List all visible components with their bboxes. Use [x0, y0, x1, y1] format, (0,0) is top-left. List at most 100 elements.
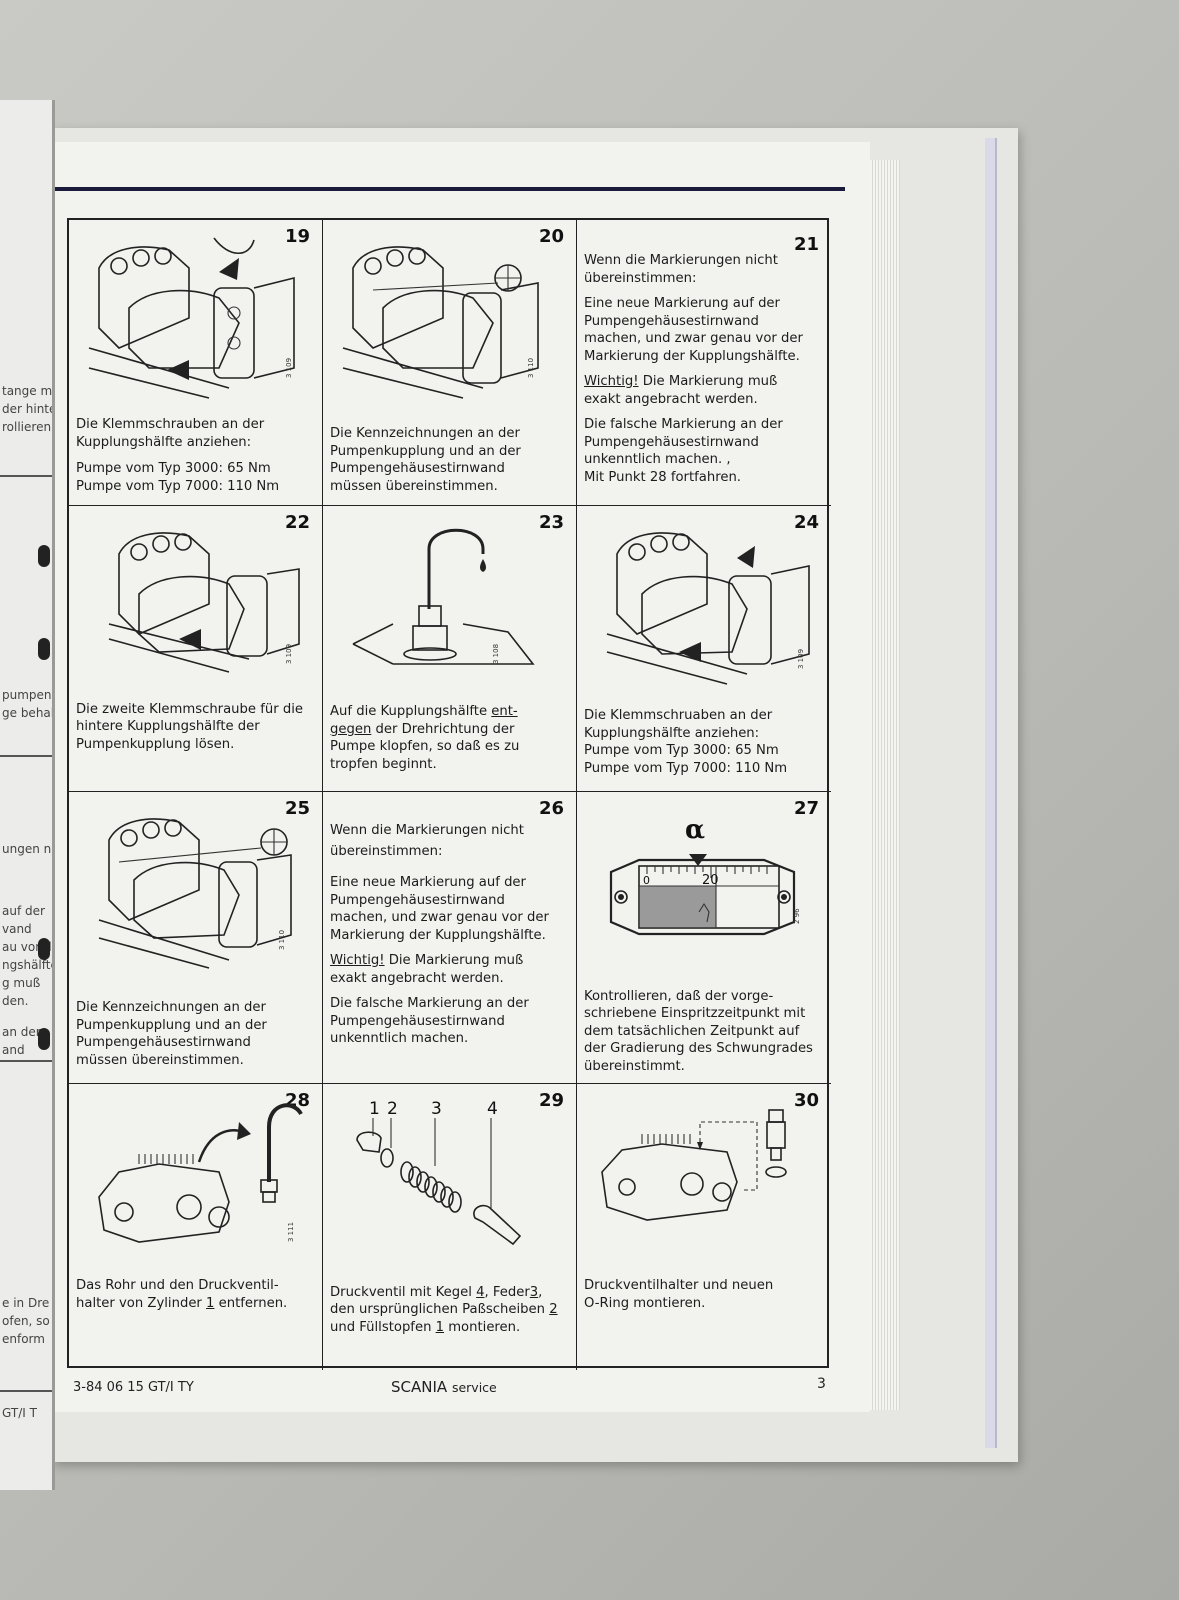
caption-line: O-Ring montieren. [584, 1295, 706, 1311]
text-line: Markierung der Kupplungshälfte. [584, 348, 800, 364]
part-label: 1 [369, 1099, 380, 1119]
caption-line: tropfen beginnt. [330, 756, 437, 772]
panel-23: 23 3 108 Auf die Kupplungshälfte ent- ge… [323, 506, 577, 792]
text-line: machen, und zwar genau vor der [584, 331, 803, 346]
left-text: tange mit [2, 384, 55, 398]
instruction-grid: 19 3 109 Die Klemmschrauben an der Kuppl… [67, 218, 831, 1370]
caption-line: müssen übereinstimmen. [330, 478, 498, 494]
caption: Druckventilhalter und neuen O-Ring monti… [584, 1277, 823, 1312]
caption: Kontrollieren, daß der vorge- schriebene… [584, 988, 823, 1076]
left-page-fragment: tange mit der hinte rollieren pumpen ge … [0, 100, 55, 1490]
left-text: ungen n [2, 842, 52, 856]
divider [0, 475, 52, 477]
left-text: and [2, 1043, 25, 1057]
left-text: GT/I T [2, 1406, 37, 1420]
second-clamp-screw-illustration: 3 109 [108, 532, 300, 673]
caption-line: Pumpengehäusestirnwand [76, 1035, 251, 1050]
figure-code: 2 96 [793, 908, 801, 924]
document-code: 3-84 06 15 GT/I TY [73, 1380, 194, 1395]
heading-line: Wenn die Markierungen nicht [330, 823, 524, 838]
caption-text: ent- [491, 704, 518, 719]
caption-text: der Drehrichtung der [371, 721, 515, 737]
caption: Die Kennzeichnungen an der Pumpenkupplun… [76, 999, 314, 1069]
caption-text: den ursprünglichen Paßscheiben [330, 1302, 550, 1317]
caption-text: 1 [206, 1295, 215, 1311]
left-text: g muß [2, 976, 41, 990]
instruction-text: Wenn die Markierungen nicht übereinstimm… [584, 252, 825, 494]
important-label: Wichtig! [330, 953, 385, 968]
caption-line: Pumpe vom Typ 3000: 65 Nm [76, 461, 271, 476]
text-line: Die falsche Markierung an der [584, 417, 783, 432]
panel-28: 28 3 111 Das Rohr und den Druckventil- h… [69, 1084, 323, 1370]
heading-line: Wenn die Markierungen nicht [584, 253, 778, 268]
caption-line: Kupplungshälfte anziehen: [584, 725, 760, 741]
part-label: 4 [487, 1099, 498, 1119]
text-line: Die falsche Markierung an der [330, 996, 529, 1011]
caption-line: Kontrollieren, daß der vorge- [584, 988, 774, 1004]
text-line: Die Markierung muß [384, 953, 524, 968]
caption-text: halter von Zylinder [76, 1295, 207, 1311]
text-line: exakt angebracht werden. [584, 391, 758, 407]
panel-22: 22 3 109 Die zweite Klemmschraube für di… [69, 506, 323, 792]
step-number: 21 [793, 234, 819, 255]
step-number: 27 [793, 798, 819, 819]
left-text: e in Dre [2, 1296, 50, 1310]
text-line: Eine neue Markierung auf der [584, 296, 780, 311]
panel-30: 30 Druckventilhalter und neuen O-Ring mo… [577, 1084, 831, 1370]
text-line: unkenntlich machen. [330, 1031, 469, 1046]
brand-logo: SCANIA service [391, 1378, 497, 1396]
caption-line: Pumpe vom Typ 7000: 110 Nm [584, 760, 788, 776]
left-text: ngshälfte [2, 958, 55, 972]
left-text: ge behal [2, 706, 55, 720]
caption: Die Klemmschruaben an der Kupplungshälft… [584, 707, 823, 777]
figure-code: 3 109 [285, 644, 293, 664]
step-number: 19 [284, 226, 310, 247]
step-number: 26 [538, 798, 564, 819]
caption-line: Die Kennzeichnungen an der [330, 426, 520, 441]
flywheel-scale-illustration: α 0 20 2 96 [609, 815, 801, 936]
left-text: vand [2, 922, 32, 936]
step-number: 20 [538, 226, 564, 247]
alpha-symbol: α [685, 815, 705, 845]
caption: Das Rohr und den Druckventil- halter von… [76, 1277, 314, 1312]
text-line: Pumpengehäusestirnwand [584, 313, 759, 329]
caption-line: Pumpenkupplung lösen. [76, 736, 235, 752]
caption-line: dem tatsächlichen Zeitpunkt auf [584, 1023, 800, 1039]
caption-text: und Füllstopfen [330, 1319, 436, 1335]
caption: Auf die Kupplungshälfte ent- gegen der D… [330, 703, 568, 773]
figure-code: 3 110 [278, 930, 286, 950]
binder-hole [38, 938, 50, 960]
step-number: 22 [284, 512, 310, 533]
important-label: Wichtig! [584, 374, 639, 389]
caption: Die Klemmschrauben an der Kupplungshälft… [76, 416, 314, 495]
panel-19: 19 3 109 Die Klemmschrauben an der Kuppl… [69, 220, 323, 506]
caption-line: Die zweite Klemmschraube für die [76, 701, 303, 717]
caption-line: Das Rohr und den Druckventil- [76, 1278, 279, 1293]
panel-26: 26 Wenn die Markierungen nicht übereinst… [323, 792, 577, 1084]
left-text: rollieren [2, 420, 52, 434]
caption-line: Pumpe klopfen, so daß es zu [330, 739, 520, 754]
caption-text: 2 [549, 1302, 558, 1317]
step-number: 29 [538, 1090, 564, 1111]
text-line: Pumpengehäusestirnwand [330, 1013, 505, 1029]
manual-page: 19 3 109 Die Klemmschrauben an der Kuppl… [55, 142, 870, 1412]
scale-twenty-label: 20 [702, 873, 719, 888]
caption-text: montieren. [444, 1319, 521, 1335]
caption: Die zweite Klemmschraube für die hintere… [76, 701, 314, 754]
divider [0, 755, 52, 757]
drip-pipe-illustration: 3 108 [352, 528, 535, 665]
caption-text: , [538, 1284, 543, 1300]
text-line: machen, und zwar genau vor der [330, 910, 549, 925]
panel-21: 21 Wenn die Markierungen nicht übereinst… [577, 220, 831, 506]
figure-code: 3 109 [285, 358, 293, 378]
caption-line: Die Klemmschruaben an der [584, 708, 773, 723]
left-text: ofen, so [2, 1314, 50, 1328]
left-text: der hinte [2, 402, 55, 416]
heading-line: übereinstimmen: [584, 270, 697, 286]
panel-29: 29 1 2 3 4 Druckventil mit Kegel 4, Fede… [323, 1084, 577, 1370]
caption-line: Pumpengehäusestirnwand [330, 461, 505, 476]
caption-line: Pumpenkupplung und an der [330, 443, 521, 459]
text-line: Mit Punkt 28 fortfahren. [584, 469, 741, 485]
caption-line: schriebene Einspritzzeitpunkt mit [584, 1006, 806, 1021]
caption-text: 4 [476, 1284, 485, 1300]
